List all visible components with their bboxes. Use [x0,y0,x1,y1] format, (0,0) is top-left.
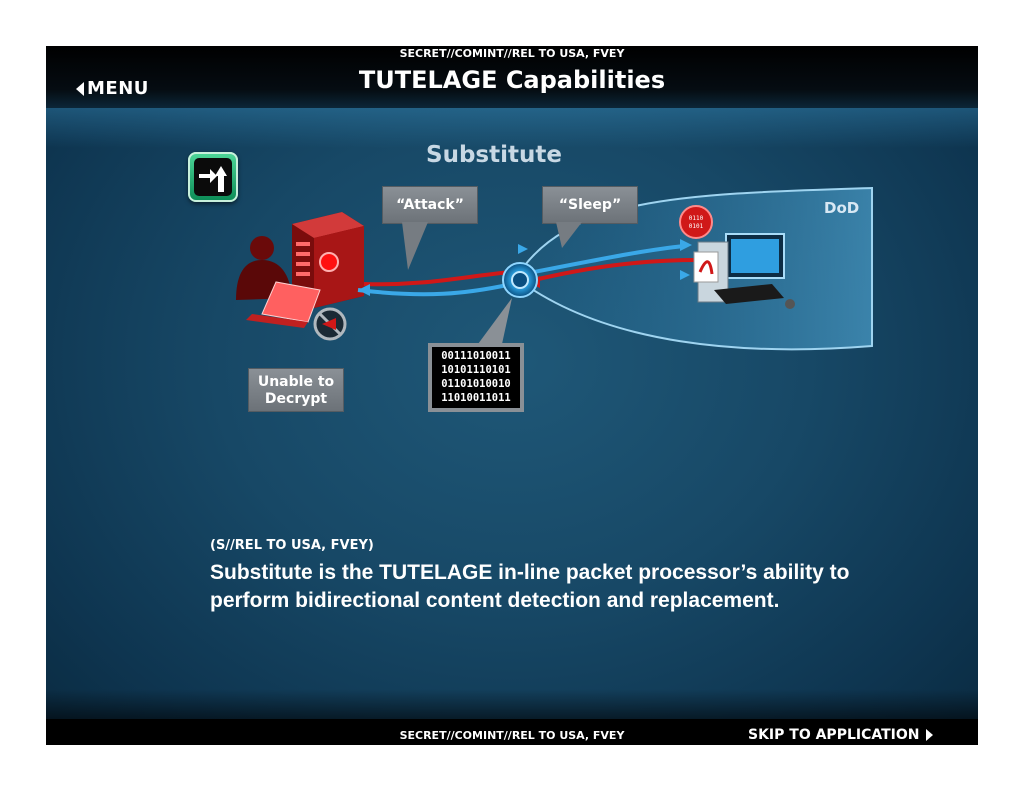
unable-to-decrypt-callout: Unable to Decrypt [248,368,344,412]
app-icon [188,152,238,202]
diagram-subtitle: Substitute [426,142,562,168]
page-number: 11 [958,729,969,740]
binary-line: 11010011011 [441,392,511,404]
attack-callout: “Attack” [382,186,478,224]
attack-callout-pointer [402,222,428,270]
menu-button[interactable]: MENU [76,78,149,99]
slide: SECRET//COMINT//REL TO USA, FVEY TUTELAG… [46,46,978,745]
svg-text:0101: 0101 [689,223,704,230]
return-red-line [533,258,699,282]
binary-line: 00111010011 [441,350,511,362]
blocked-icon [313,307,347,341]
description-block: (S//REL TO USA, FVEY) Substitute is the … [210,538,850,615]
skip-label: SKIP TO APPLICATION [748,727,920,743]
classification-banner-top: SECRET//COMINT//REL TO USA, FVEY [399,47,625,60]
sleep-callout-pointer [556,222,582,248]
dod-label: DoD [824,199,860,217]
malware-badge-icon: 0110 0101 [679,205,713,239]
binary-line: 01101010010 [441,378,511,390]
binary-callout-pointer [478,298,512,344]
substitute-diagram: 0110 0101 [236,186,873,351]
description-text: Substitute is the TUTELAGE in-line packe… [210,561,850,612]
skip-to-application-button[interactable]: SKIP TO APPLICATION [748,727,933,743]
binary-payload-box: 00111010011 10101110101 01101010010 1101… [428,343,524,412]
menu-label: MENU [87,78,149,99]
chevron-left-icon [76,81,84,96]
svg-text:0110: 0110 [689,215,704,222]
chevron-right-icon [925,729,933,741]
sleep-traffic-line [533,244,685,274]
classification-banner-bottom: SECRET//COMINT//REL TO USA, FVEY [399,729,625,742]
binary-line: 10101110101 [441,364,511,376]
turn-arrows-icon [194,158,232,196]
page-title: TUTELAGE Capabilities [358,66,666,94]
sleep-callout: “Sleep” [542,186,638,224]
footer-bar [46,719,978,745]
return-traffic-line [357,282,513,297]
attack-traffic-line [363,270,513,287]
header-bar [46,46,978,108]
pdf-document-icon [693,251,719,283]
attacker-server-image [292,212,364,308]
hacker-silhouette-image [236,236,321,328]
portion-marking: (S//REL TO USA, FVEY) [210,538,374,553]
